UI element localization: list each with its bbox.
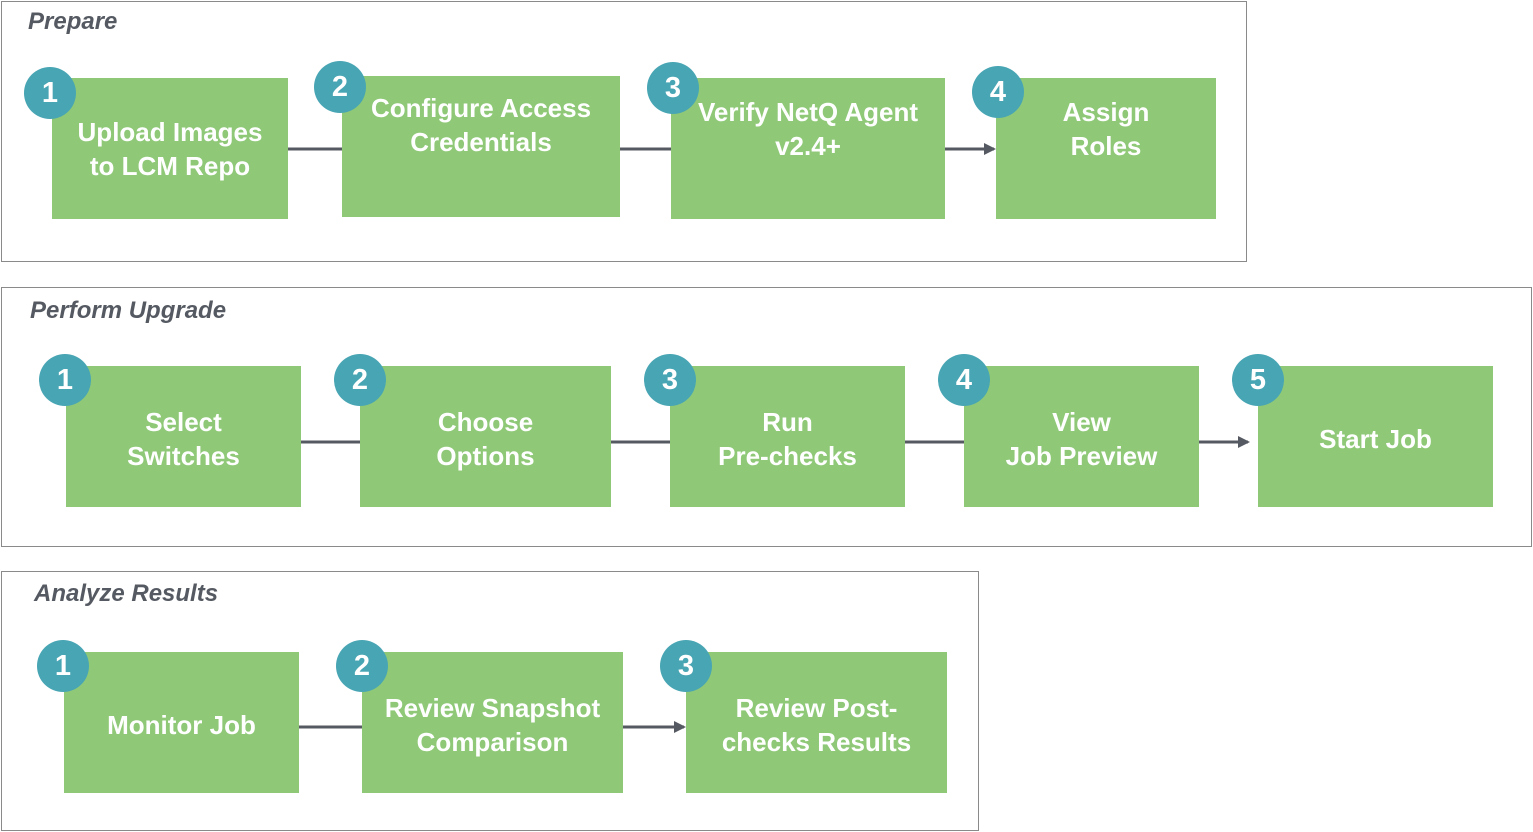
step-number-badge: 4 — [972, 66, 1024, 118]
step-number-badge: 3 — [644, 354, 696, 406]
step-number-badge: 2 — [314, 61, 366, 113]
step-label: Select Switches — [127, 406, 240, 471]
step-number-badge: 2 — [334, 354, 386, 406]
step-configure-credentials: Configure Access Credentials — [342, 76, 620, 217]
step-label: View Job Preview — [1005, 406, 1158, 471]
step-number-badge: 5 — [1232, 354, 1284, 406]
step-number-badge: 1 — [37, 640, 89, 692]
step-label: Start Job — [1319, 423, 1432, 454]
step-monitor-job: Monitor Job — [64, 652, 299, 793]
step-label: Upload Images to LCM Repo — [77, 116, 263, 181]
step-number-badge: 4 — [938, 354, 990, 406]
step-start-job: Start Job — [1258, 366, 1493, 507]
step-assign-roles: Assign Roles — [996, 78, 1216, 219]
step-number-badge: 1 — [39, 354, 91, 406]
step-number-badge: 1 — [24, 67, 76, 119]
step-verify-agent: Verify NetQ Agent v2.4+ — [671, 78, 945, 219]
step-upload-images: Upload Images to LCM Repo — [52, 78, 288, 219]
step-label: Review Snapshot Comparison — [384, 692, 601, 757]
step-run-prechecks: Run Pre-checks — [670, 366, 905, 507]
step-label: Verify NetQ Agent v2.4+ — [697, 96, 919, 161]
step-label: Monitor Job — [107, 709, 256, 740]
step-review-postchecks: Review Post- checks Results — [686, 652, 947, 793]
step-label: Review Post- checks Results — [721, 692, 912, 757]
step-label: Configure Access Credentials — [370, 92, 592, 157]
step-label: Choose Options — [436, 406, 535, 471]
step-number-badge: 3 — [647, 62, 699, 114]
step-review-snapshot: Review Snapshot Comparison — [362, 652, 623, 793]
phase-title: Analyze Results — [34, 580, 219, 607]
step-label: Assign Roles — [1062, 96, 1150, 161]
step-select-switches: Select Switches — [66, 366, 301, 507]
step-number-badge: 2 — [336, 640, 388, 692]
step-choose-options: Choose Options — [360, 366, 611, 507]
step-number-badge: 3 — [660, 640, 712, 692]
step-label: Run Pre-checks — [718, 406, 857, 471]
phase-title: Prepare — [28, 8, 118, 35]
step-view-job-preview: View Job Preview — [964, 366, 1199, 507]
phase-title: Perform Upgrade — [30, 297, 227, 324]
